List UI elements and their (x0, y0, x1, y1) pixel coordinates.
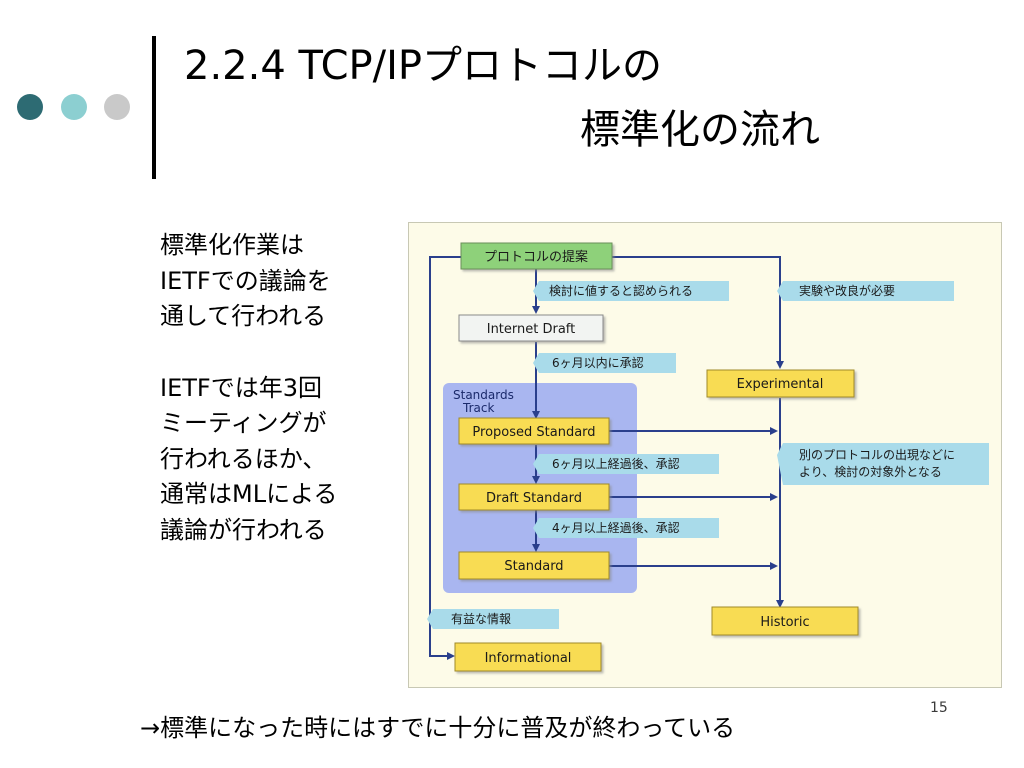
decor-dot-gray (104, 94, 130, 120)
label-useful-info: 有益な情報 (451, 612, 511, 626)
standards-track-label: Track (462, 401, 494, 415)
standards-track-label: Standards (453, 388, 514, 402)
decor-dot-dark (17, 94, 43, 120)
box-informational: Informational (485, 651, 572, 666)
side-text-line: 議論が行われる (160, 515, 327, 544)
label-six-months-within: 6ヶ月以内に承認 (552, 355, 644, 370)
side-text-line: IETFでは年3回 (160, 373, 322, 402)
standardization-flow-diagram: Standards Track 検討に値すると認められる 実験や改良が必要 (408, 222, 1002, 688)
side-text-line: 通して行われる (160, 302, 327, 330)
side-text-line: IETFでの議論を (160, 266, 331, 295)
box-internet-draft: Internet Draft (487, 322, 576, 337)
label-six-months-after: 6ヶ月以上経過後、承認 (552, 456, 680, 471)
side-text-line: 通常はMLによる (160, 480, 338, 508)
page-number: 15 (930, 700, 948, 716)
footer-note: →標準になった時にはすでに十分に普及が終わっている (140, 714, 736, 742)
label-worth-review: 検討に値すると認められる (549, 283, 693, 298)
side-text-line: 行われるほか、 (160, 444, 327, 473)
label-other-protocol: より、検討の対象外となる (799, 464, 942, 479)
side-text: 標準化作業は IETFでの議論を 通して行われる IETFでは年3回 ミーティン… (160, 228, 400, 548)
label-four-months-after: 4ヶ月以上経過後、承認 (552, 520, 680, 535)
side-text-line: 標準化作業は (160, 231, 304, 259)
box-proposed-standard: Proposed Standard (472, 425, 595, 440)
label-other-protocol: 別のプロトコルの出現などに (799, 448, 955, 462)
box-protocol-proposal: プロトコルの提案 (484, 249, 588, 265)
side-text-line: ミーティングが (160, 409, 327, 437)
box-experimental: Experimental (737, 377, 824, 392)
decor-dot-teal (61, 94, 87, 120)
slide-title-line2: 標準化の流れ (580, 107, 820, 153)
box-historic: Historic (760, 615, 809, 630)
title-divider (152, 36, 156, 179)
slide-title-line1: 2.2.4 TCP/IPプロトコルの (184, 43, 663, 89)
label-needs-experiment: 実験や改良が必要 (799, 283, 895, 298)
box-draft-standard: Draft Standard (486, 491, 582, 506)
box-standard: Standard (504, 559, 563, 574)
